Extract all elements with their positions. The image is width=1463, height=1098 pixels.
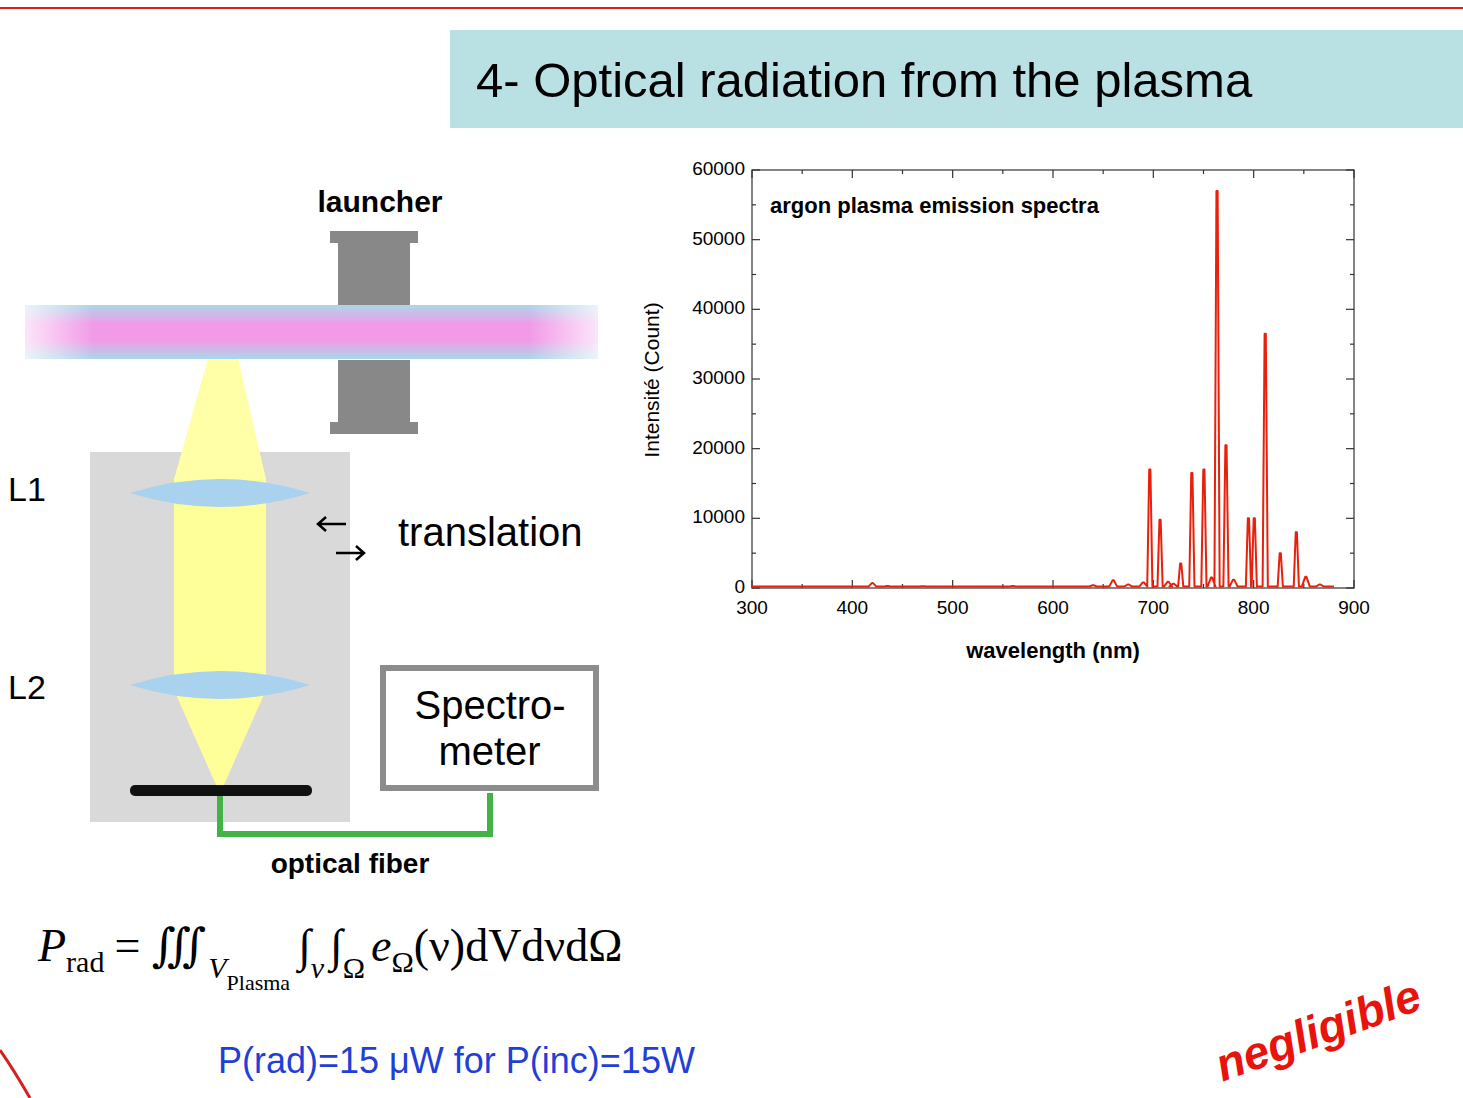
tick — [1350, 483, 1354, 484]
tube-fade — [25, 305, 598, 359]
tick — [1350, 344, 1354, 345]
optical-fiber-line — [220, 793, 490, 834]
tick — [1103, 170, 1104, 174]
chart-frame — [752, 170, 1354, 588]
tick — [752, 378, 760, 379]
lens-l2 — [130, 671, 310, 699]
result-note: P(rad)=15 μW for P(inc)=15W — [218, 1040, 695, 1082]
formula-part: ∫ — [298, 920, 311, 971]
tick — [1203, 584, 1204, 588]
tick — [902, 170, 903, 174]
tick-label: 600 — [1013, 597, 1093, 619]
tick — [1346, 448, 1354, 449]
tick — [1346, 518, 1354, 519]
lens-label: L2 — [8, 668, 46, 707]
tick — [752, 274, 756, 275]
tick — [752, 204, 756, 205]
tick — [1153, 170, 1154, 178]
tick — [1253, 580, 1254, 588]
tick — [752, 413, 756, 414]
tick — [752, 483, 756, 484]
tick — [752, 169, 760, 170]
tick-label: 50000 — [692, 228, 745, 250]
corner-curve — [0, 1050, 30, 1098]
tick — [852, 170, 853, 178]
fiber-label: optical fiber — [271, 848, 430, 880]
tick — [1350, 274, 1354, 275]
lens-l1 — [130, 479, 310, 507]
tick — [752, 553, 756, 554]
tick — [752, 518, 760, 519]
node-text: Spectro- meter — [415, 682, 565, 774]
fiber-holder — [130, 785, 312, 796]
formula-part: = ∭ — [114, 920, 206, 971]
formula-part: Ω — [391, 945, 413, 978]
tick-label: 900 — [1314, 597, 1394, 619]
formula-part: V — [208, 951, 226, 984]
tick — [1353, 580, 1354, 588]
lens-label: L1 — [8, 470, 46, 509]
translation-arrows — [318, 517, 364, 560]
spectrum-line — [752, 191, 1334, 587]
tick-label: 10000 — [692, 506, 745, 528]
tick — [1052, 170, 1053, 178]
tick — [1253, 170, 1254, 178]
tick-label: 60000 — [692, 158, 745, 180]
light-cone — [174, 359, 266, 480]
tick — [752, 309, 760, 310]
tick-label: 30000 — [692, 367, 745, 389]
formula-part: Plasma — [227, 970, 291, 995]
axis-ticks — [752, 170, 1354, 588]
plasma-tube — [25, 305, 598, 359]
formula-part: ∫ — [330, 920, 343, 971]
tick-label: 0 — [734, 576, 745, 598]
formula-part: ν — [311, 951, 324, 984]
light-beam — [174, 359, 266, 787]
tick — [752, 448, 760, 449]
axis-title: wavelength (nm) — [966, 638, 1140, 664]
formula-part: (ν)dVdνdΩ — [414, 920, 623, 971]
tick-label: 500 — [913, 597, 993, 619]
tick-label: 300 — [712, 597, 792, 619]
tick — [752, 344, 756, 345]
tick — [1350, 413, 1354, 414]
slide-title: 4- Optical radiation from the plasma — [476, 50, 1252, 110]
formula-part: e — [371, 920, 391, 971]
tick — [1002, 170, 1003, 174]
launcher-symbol — [330, 231, 418, 434]
axis-title: Intensité (Count) — [640, 302, 664, 457]
tick — [1303, 170, 1304, 174]
formula-part: Ω — [343, 951, 365, 984]
tick — [1346, 169, 1354, 170]
spectrometer-box: Spectro- meter — [380, 665, 599, 791]
tick — [1346, 309, 1354, 310]
spectrum — [752, 191, 1334, 587]
tick — [1203, 170, 1204, 174]
title-banner — [450, 30, 1463, 128]
tick — [802, 170, 803, 174]
chart-title: argon plasma emission spectra — [770, 193, 1099, 219]
tick — [1353, 170, 1354, 178]
tick-label: 400 — [812, 597, 892, 619]
formula-part: P — [38, 920, 66, 971]
stamp-text: negligible — [1208, 968, 1428, 1092]
formula-part: rad — [66, 945, 104, 978]
tick — [1346, 378, 1354, 379]
tick-label: 700 — [1113, 597, 1193, 619]
tick — [1346, 587, 1354, 588]
tick — [1350, 553, 1354, 554]
translation-label: translation — [398, 510, 583, 555]
launcher-label: launcher — [317, 185, 442, 219]
tick — [752, 239, 760, 240]
radiated-power-formula: Prad= ∭VPlasma∫ν∫ΩeΩ(ν)dVdνdΩ — [38, 918, 622, 996]
tick — [1350, 204, 1354, 205]
tick — [751, 170, 752, 178]
tick-label: 20000 — [692, 437, 745, 459]
tick-label: 40000 — [692, 297, 745, 319]
tick — [952, 170, 953, 178]
tick — [1346, 239, 1354, 240]
header-rule — [0, 7, 1463, 9]
tick-label: 800 — [1214, 597, 1294, 619]
